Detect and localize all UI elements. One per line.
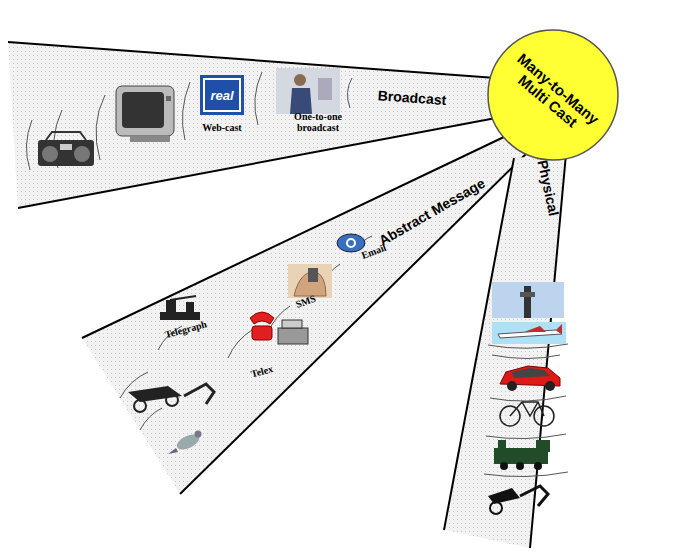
channel-band: Abstract MessageEmailSMSTelexTelegraph (82, 136, 526, 494)
band-fill (82, 136, 526, 494)
band-border (444, 158, 514, 530)
hub-fill (488, 30, 618, 160)
hub-circle: Many-to-Many Multi Cast (486, 28, 620, 162)
item-label: Web-cast (187, 123, 257, 134)
band-border (8, 42, 496, 78)
logo-text: real (210, 88, 233, 103)
item-label: One-to-one broadcast (286, 112, 350, 133)
channel-band: Physical (444, 154, 566, 548)
